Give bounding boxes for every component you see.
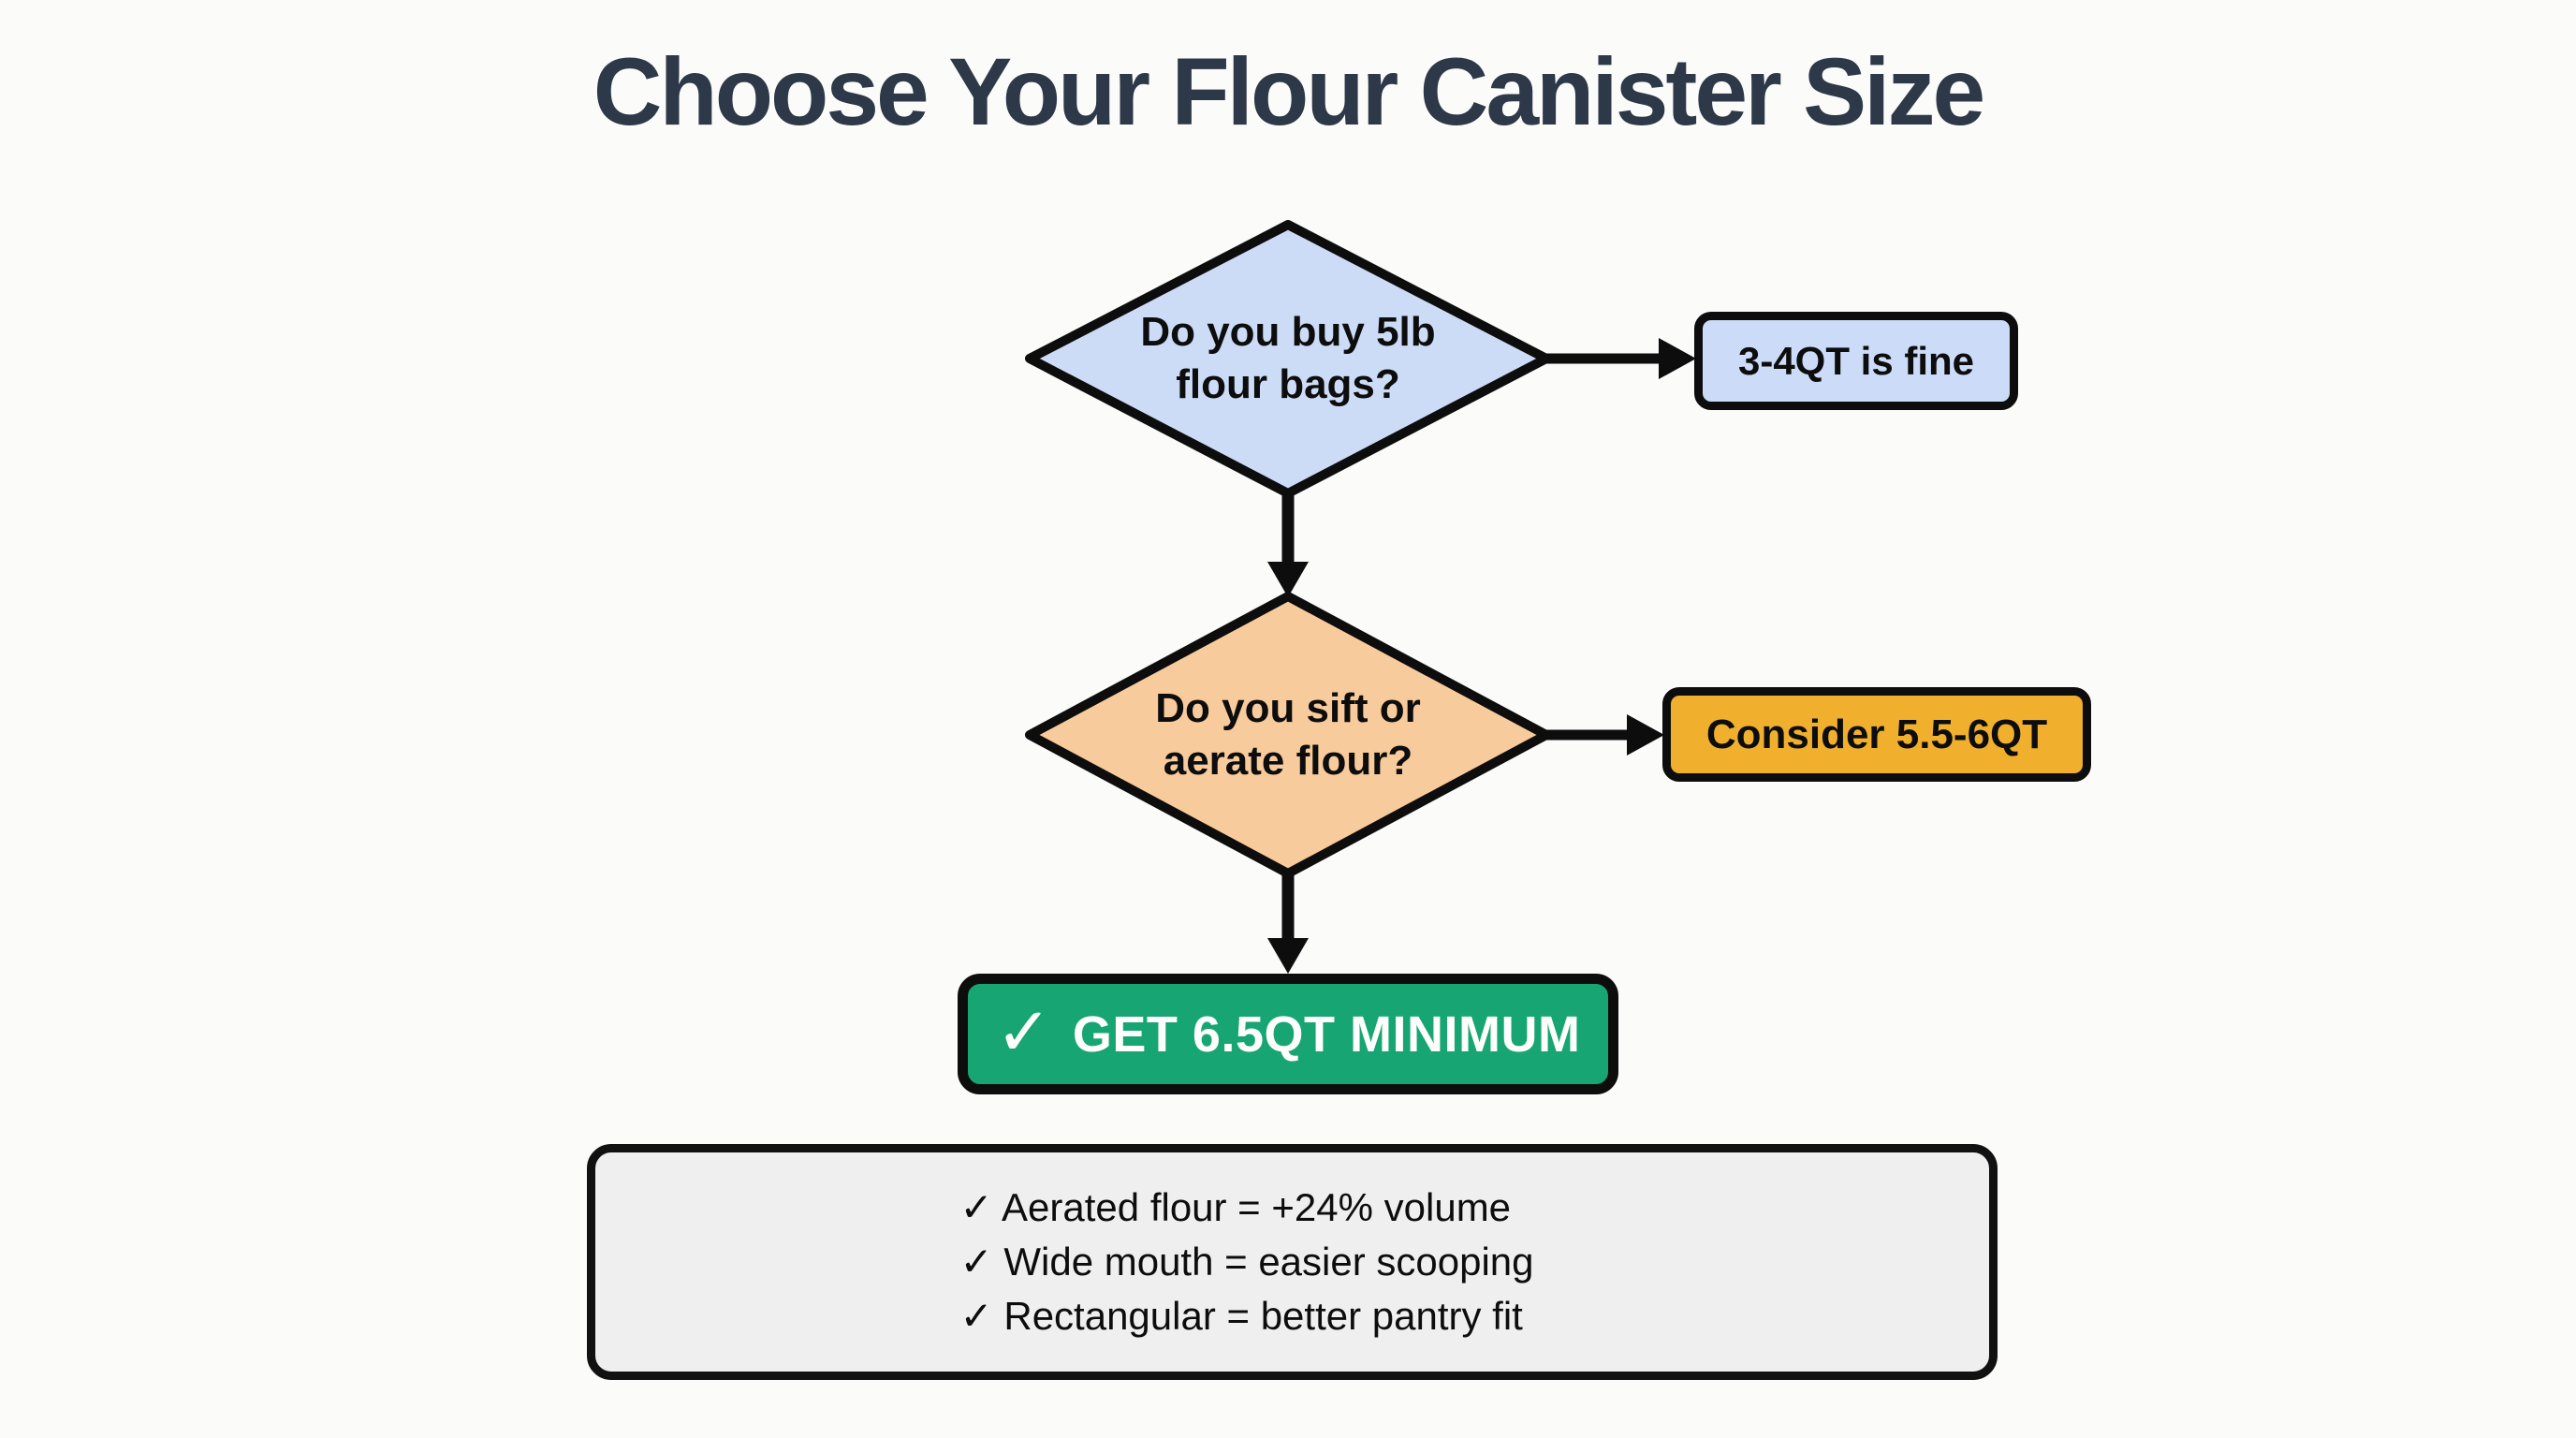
decision-1-label: Do you buy 5lb flour bags? <box>1045 304 1531 413</box>
note-rectangular: ✓ Rectangular = better pantry fit <box>959 1294 1523 1338</box>
answer-box-5-5-6qt-label: Consider 5.5-6QT <box>1705 711 2048 757</box>
decision-2-label: Do you sift or aerate flour? <box>1045 681 1531 789</box>
answer-box-3-4qt: 3-4QT is fine <box>1694 312 2018 410</box>
decision-2-diamond <box>1025 592 1551 878</box>
decision-1-line2: flour bags? <box>1176 361 1400 407</box>
result-box-6-5qt: ✓ GET 6.5QT MINIMUM <box>958 974 1618 1094</box>
page-title: Choose Your Flour Canister Size <box>593 38 1986 145</box>
arrow-q1-to-q2-head <box>1267 562 1309 597</box>
decision-1-line1: Do you buy 5lb <box>1140 309 1436 355</box>
answer-box-3-4qt-label: 3-4QT is fine <box>1737 338 1975 383</box>
arrow-q2-to-a2-head <box>1627 714 1664 756</box>
decision-2-line2: aerate flour? <box>1163 738 1413 784</box>
note-wide-mouth: ✓ Wide mouth = easier scooping <box>959 1240 1534 1284</box>
arrow-q2-to-result-head <box>1267 938 1309 974</box>
decision-1-diamond <box>1025 220 1551 498</box>
notes-list: ✓ Aerated flour = +24% volume ✓ Wide mou… <box>960 1181 1625 1343</box>
decision-2-line1: Do you sift or <box>1155 685 1421 731</box>
answer-box-5-5-6qt: Consider 5.5-6QT <box>1662 687 2091 782</box>
note-aerated-flour: ✓ Aerated flour = +24% volume <box>959 1185 1512 1229</box>
result-box-label: GET 6.5QT MINIMUM <box>1072 1005 1581 1063</box>
notes-box: ✓ Aerated flour = +24% volume ✓ Wide mou… <box>587 1144 1998 1380</box>
check-icon: ✓ <box>995 994 1052 1070</box>
arrow-q1-to-a1-head <box>1659 338 1696 379</box>
